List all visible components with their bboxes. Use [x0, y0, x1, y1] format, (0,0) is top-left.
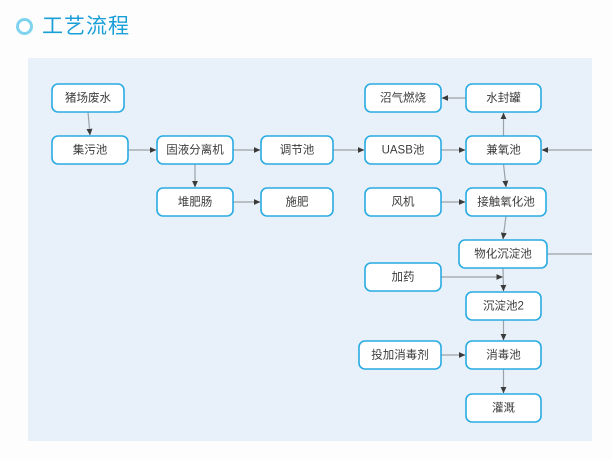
- flow-node-box[interactable]: [364, 187, 442, 217]
- flow-node-box[interactable]: [156, 135, 234, 165]
- flow-node-box[interactable]: [358, 340, 442, 370]
- flow-node[interactable]: 调节池: [260, 135, 334, 165]
- flow-node-box[interactable]: [364, 83, 442, 113]
- flow-node[interactable]: 物化沉淀池: [458, 239, 548, 269]
- flow-node[interactable]: UASB池: [364, 135, 442, 165]
- flow-node-box[interactable]: [465, 291, 542, 321]
- flow-node[interactable]: 接触氧化池: [465, 187, 547, 217]
- flow-node-box[interactable]: [465, 135, 542, 165]
- flow-node[interactable]: 加药: [364, 262, 442, 292]
- flow-node[interactable]: 风机: [364, 187, 442, 217]
- flow-node-box[interactable]: [156, 187, 234, 217]
- flow-node[interactable]: 投加消毒剂: [358, 340, 442, 370]
- flow-connector: [86, 111, 93, 136]
- page-title: 工艺流程: [42, 14, 130, 38]
- page-header: 工艺流程: [0, 0, 613, 52]
- flow-node[interactable]: 水封罐: [465, 83, 542, 113]
- flow-node[interactable]: 集污池: [51, 135, 129, 165]
- flow-node-box[interactable]: [51, 135, 129, 165]
- flow-node-box[interactable]: [465, 340, 542, 370]
- flow-connector: [500, 267, 507, 292]
- ring-icon: [16, 18, 33, 35]
- flow-node-box[interactable]: [465, 187, 547, 217]
- flow-node-box[interactable]: [364, 262, 442, 292]
- flow-node[interactable]: 沉淀池2: [465, 291, 542, 321]
- flow-node[interactable]: 猪场废水: [51, 83, 125, 113]
- flow-connector: [541, 147, 592, 255]
- flow-node[interactable]: 兼氧池: [465, 135, 542, 165]
- process-flow-panel: 猪场废水集污池固液分离机调节池 UASB池兼氧池沼气燃烧水封罐堆肥肠施肥风机接触氧…: [28, 58, 592, 441]
- flow-node[interactable]: 灌溉: [465, 393, 542, 423]
- flow-node-box[interactable]: [260, 135, 334, 165]
- flow-node-box[interactable]: [260, 187, 334, 217]
- flow-node-box[interactable]: [458, 239, 548, 269]
- flow-node-box[interactable]: [465, 393, 542, 423]
- flow-node-box[interactable]: [364, 135, 442, 165]
- flow-connector: [500, 215, 507, 240]
- connector-layer: [86, 95, 592, 394]
- flow-connector: [502, 163, 509, 188]
- flow-node[interactable]: 沼气燃烧: [364, 83, 442, 113]
- flow-node[interactable]: 消毒池: [465, 340, 542, 370]
- flow-node[interactable]: 堆肥肠: [156, 187, 234, 217]
- flow-node[interactable]: 固液分离机: [156, 135, 234, 165]
- flow-node-box[interactable]: [51, 83, 125, 113]
- flow-node-box[interactable]: [465, 83, 542, 113]
- flow-node[interactable]: 施肥: [260, 187, 334, 217]
- process-flow-diagram: 猪场废水集污池固液分离机调节池 UASB池兼氧池沼气燃烧水封罐堆肥肠施肥风机接触氧…: [51, 83, 592, 423]
- node-layer: 猪场废水集污池固液分离机调节池 UASB池兼氧池沼气燃烧水封罐堆肥肠施肥风机接触氧…: [51, 83, 548, 423]
